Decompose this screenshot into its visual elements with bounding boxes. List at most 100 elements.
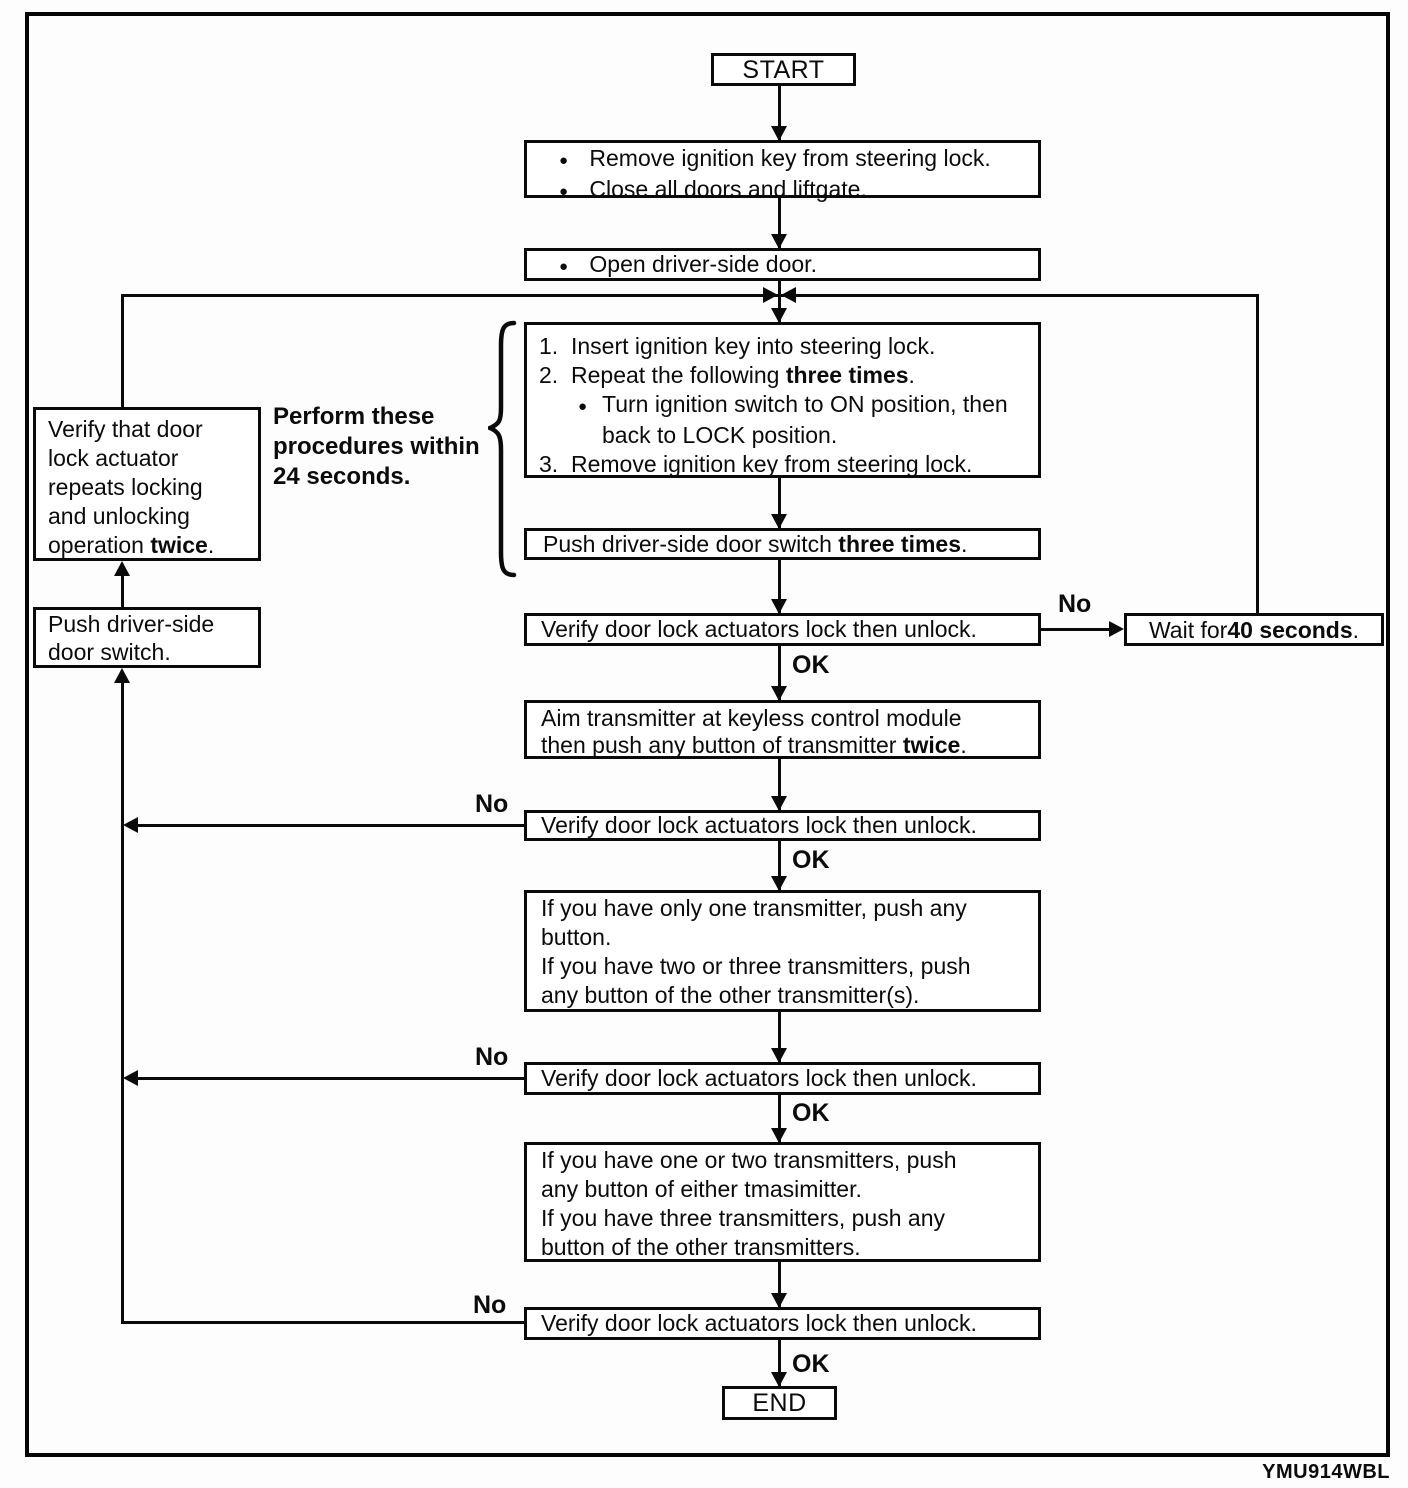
connector-multitx-verify4 [778,1262,781,1309]
arrowhead-left [781,287,796,303]
verify-label: Verify door lock actuators lock then unl… [541,1065,977,1091]
multi-tx-line-1: If you have one or two transmitters, pus… [541,1147,957,1173]
push-three-bold: three times [838,531,962,557]
one-tx-line-2: button. [541,924,612,950]
item-number: 3. [539,451,559,477]
node-one-transmitter: If you have only one transmitter, push a… [524,890,1041,1012]
key-cycle-sub-line-2: back to LOCK position. [602,422,838,448]
connector-wait-loop-up [1256,294,1259,615]
connector-verify3-no [138,1077,524,1080]
list-item: 2.Repeat the following three times. [539,361,1038,390]
node-push-switch-three-times: Push driver-side door switch three times… [524,528,1041,560]
connector-verify2-onetx [778,841,781,892]
prepare-line-2: Close all doors and liftgate. [589,176,867,202]
key-cycle-step-1: Insert ignition key into steering lock. [571,333,936,359]
connector-sidepush-sideverify [121,574,124,609]
aim-line-1: Aim transmitter at keyless control modul… [541,705,962,731]
timing-note-line-3: 24 seconds. [273,463,411,490]
open-door-line: Open driver-side door. [589,251,817,277]
bullet-icon: ● [559,152,569,169]
connector-opendoor-keycycle [778,281,781,324]
list-item: 3. Remove ignition key from steering lock… [539,450,1038,479]
side-verify-last-post: . [207,532,215,558]
side-push-line-1: Push driver-side [48,611,215,637]
key-cycle-step-2-bold: three times [785,362,909,388]
connector-prepare-opendoor [778,198,781,250]
wait-bold: 40 seconds [1227,616,1353,643]
connector-verify1-no-wait [1041,628,1111,631]
arrowhead-down [771,308,787,323]
item-number: 1. [539,333,559,359]
arrowhead-down [771,126,787,141]
wait-post: . [1352,616,1360,643]
brace-icon [488,320,517,578]
arrowhead-down [771,686,787,701]
aim-line-2-bold: twice [902,732,961,758]
key-cycle-step-2-post: . [908,362,915,388]
end-label: END [752,1389,807,1417]
bullet-icon: ● [559,183,569,200]
arrowhead-right [763,287,778,303]
side-verify-line-2: lock actuator [48,445,179,471]
arrowhead-down [771,599,787,614]
bullet-icon: ● [578,398,588,415]
arrowhead-down [771,514,787,529]
node-end: END [722,1386,837,1420]
connector-pushthree-verify1 [778,560,781,615]
aim-line-2-post: . [960,732,967,758]
arrowhead-down [771,1128,787,1143]
connector-left-loop-upper [121,294,124,409]
no-label-1: No [1058,590,1092,618]
timing-note-line-2: procedures within [273,433,480,460]
push-three-pre: Push driver-side door switch [543,531,839,557]
ok-label-3: OK [792,1099,830,1127]
node-verify-3: Verify door lock actuators lock then unl… [524,1062,1041,1095]
node-aim-transmitter: Aim transmitter at keyless control modul… [524,700,1041,759]
node-verify-2: Verify door lock actuators lock then unl… [524,810,1041,841]
no-label-3: No [475,1043,509,1071]
list-item: ● Open driver-side door. [559,251,1038,280]
key-cycle-step-2-pre: Repeat the following [571,362,786,388]
aim-line-2-pre: then push any button of transmitter [541,732,903,758]
side-verify-line-5: operation twice. [48,531,258,560]
arrowhead-up [114,668,130,683]
timing-note-line-1: Perform these [273,403,435,430]
node-prepare: ● Remove ignition key from steering lock… [524,140,1041,202]
connector-retry-top [123,294,1259,297]
connector-verify2-no [138,824,524,827]
connector-aim-verify2 [778,759,781,812]
start-label: START [742,55,825,84]
connector-verify4-end [778,1340,781,1388]
arrowhead-down [771,796,787,811]
node-start: START [711,53,856,86]
side-verify-line-4: and unlocking [48,503,190,529]
no-label-2: No [475,790,509,818]
key-cycle-sub-line-1: Turn ignition switch to ON position, the… [602,391,1008,417]
connector-left-loop-lower [121,681,124,1324]
side-verify-line-3: repeats locking [48,474,203,500]
multi-tx-line-3: If you have three transmitters, push any [541,1205,945,1231]
ok-label-4: OK [792,1350,830,1378]
node-verify-4: Verify door lock actuators lock then unl… [524,1307,1041,1340]
wait-pre: Wait for [1148,616,1228,643]
figure-code: YMU914WBL [1262,1461,1390,1483]
multi-tx-line-4: button of the other transmitters. [541,1234,861,1260]
key-cycle-step-3: Remove ignition key from steering lock. [571,451,973,477]
side-verify-last-pre: operation [48,532,151,558]
one-tx-line-3: If you have two or three transmitters, p… [541,953,971,979]
node-key-cycle: 1. Insert ignition key into steering lock… [524,322,1041,478]
arrowhead-up [114,561,130,576]
figure-border [25,12,1390,1457]
arrowhead-down [771,234,787,249]
connector-verify3-multitx [778,1095,781,1144]
side-verify-line-1: Verify that door [48,416,203,442]
node-wait-40-seconds: Wait for 40 seconds. [1124,613,1384,646]
no-label-4: No [473,1291,507,1319]
arrowhead-right [1109,621,1124,637]
side-push-line-2: door switch. [48,639,171,665]
connector-start-prepare [778,86,781,142]
connector-verify1-aim [778,646,781,702]
connector-onetx-verify3 [778,1012,781,1064]
arrowhead-down [771,876,787,891]
